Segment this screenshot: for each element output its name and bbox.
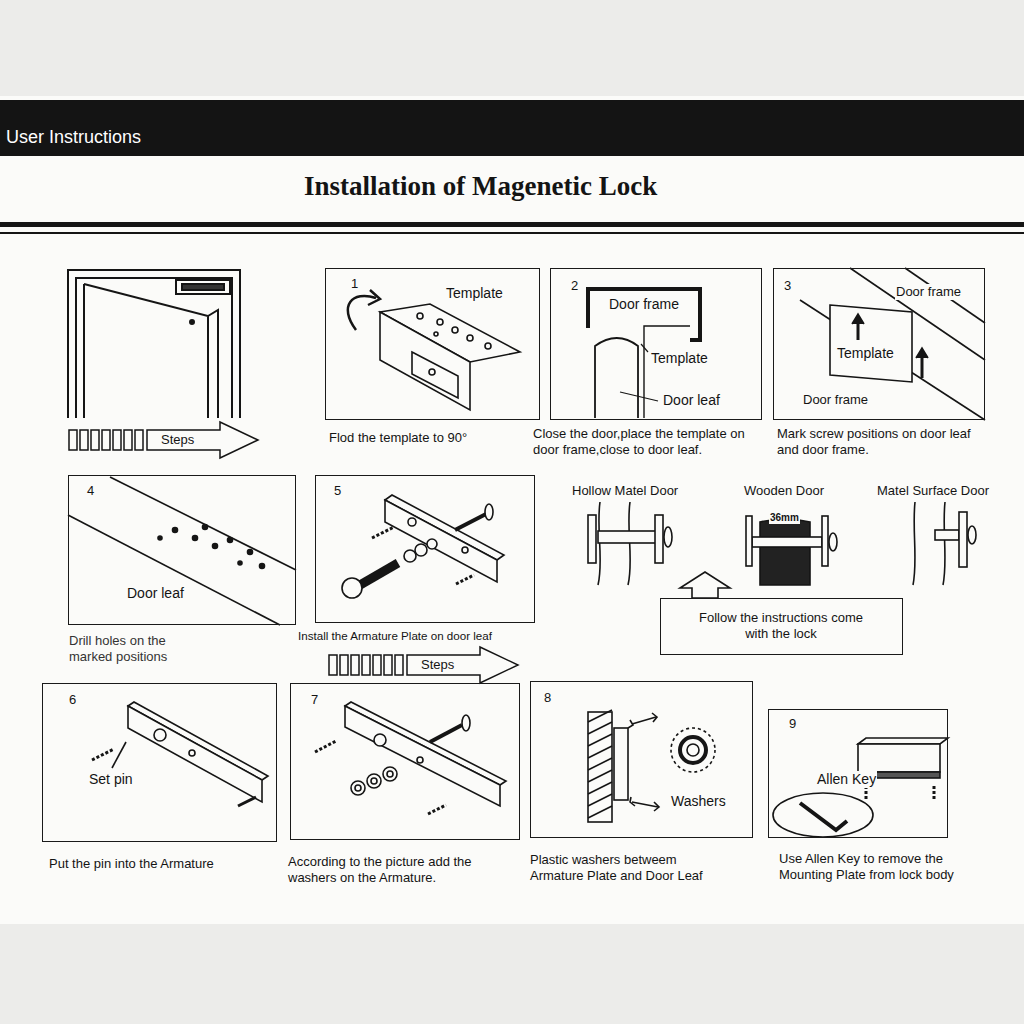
- arrow-label: Steps: [160, 432, 195, 448]
- part-label: Door leaf: [126, 585, 185, 602]
- panel-frame: [42, 683, 277, 842]
- step-panel: 5Install the Armature Plate on door leaf: [297, 475, 565, 645]
- allen-key-drawing: [773, 738, 948, 837]
- step-panel: 4Door leafDrill holes on the marked posi…: [68, 475, 296, 666]
- step-panel: 8WashersPlastic washers betweem Armature…: [528, 681, 756, 885]
- step-number: 9: [788, 716, 797, 732]
- part-label: Template: [836, 345, 895, 362]
- step-panel: 9Allen KeyUse Allen Key to remove the Mo…: [768, 709, 1000, 884]
- door-type-label: Matel Surface Door: [876, 483, 990, 499]
- part-label: Door leaf: [662, 392, 721, 409]
- step-number: 5: [333, 483, 342, 499]
- step-number: 8: [543, 690, 552, 706]
- note-text: Follow the instructions come with the lo…: [696, 610, 866, 641]
- panel-frame: [68, 475, 296, 625]
- step-number: 3: [783, 278, 792, 294]
- step-number: 2: [570, 278, 579, 294]
- step-panel: 7According to the picture add the washer…: [285, 683, 520, 887]
- step-panel: 2Door frameTemplateDoor leafClose the do…: [532, 268, 766, 459]
- pin-drawing: [92, 702, 268, 806]
- part-label: Door frame: [608, 296, 680, 313]
- panel-frame: [550, 268, 762, 420]
- step-panel: 6Set pinPut the pin into the Armature: [42, 683, 282, 874]
- part-label: Template: [650, 350, 709, 367]
- washer-armature-drawing: [315, 702, 506, 814]
- steps-arrow: Steps: [68, 421, 260, 459]
- step-caption: Install the Armature Plate on door leaf: [297, 629, 565, 643]
- step-caption: Mark screw positions on door leaf and do…: [776, 426, 981, 457]
- part-label: Allen Key: [816, 771, 877, 788]
- step-caption: According to the picture add the washers…: [287, 854, 477, 885]
- drill-drawing: [68, 477, 296, 625]
- part-label: Set pin: [88, 771, 134, 788]
- panel-frame: [290, 683, 520, 840]
- panel-frame: [315, 475, 535, 623]
- part-label: Door frame: [895, 284, 962, 300]
- door-type-drawings: [588, 502, 976, 598]
- step-number: 6: [68, 692, 77, 708]
- part-label: Door frame: [802, 392, 869, 408]
- step-number: 4: [86, 483, 95, 499]
- rule-thick: [0, 222, 1024, 227]
- page-title: Installation of Magenetic Lock: [303, 170, 658, 202]
- rule-thin: [0, 232, 1024, 234]
- panel-frame: [530, 681, 753, 838]
- step-panel: 3Door frameTemplateDoor frameMark screw …: [773, 268, 988, 459]
- step-number: 7: [310, 692, 319, 708]
- part-label: Washers: [670, 793, 727, 810]
- template-drawing: [348, 290, 520, 410]
- armature-drawing: [342, 495, 504, 598]
- step-number: 1: [350, 276, 359, 292]
- step-caption: Put the pin into the Armature: [48, 856, 278, 872]
- door-type-label: Wooden Door: [743, 483, 825, 499]
- step-caption: Use Allen Key to remove the Mounting Pla…: [778, 851, 996, 882]
- header-band: User Instructions: [0, 100, 1024, 156]
- mark-drawing: [800, 268, 985, 420]
- step-caption: Close the door,place the template on doo…: [532, 426, 752, 457]
- step-caption: Plastic washers betweem Armature Plate a…: [529, 852, 729, 883]
- header-text: User Instructions: [5, 127, 142, 149]
- steps-arrow: Steps: [328, 646, 520, 684]
- step-panel: 1TemplateFlod the template to 90°: [325, 268, 543, 448]
- door-type-label: Hollow Matel Door: [571, 483, 679, 499]
- door-drawing: [68, 270, 240, 418]
- arrow-label: Steps: [420, 657, 455, 673]
- part-label: Template: [445, 285, 504, 302]
- paper: [0, 96, 1024, 924]
- note-box: Follow the instructions come with the lo…: [660, 598, 903, 655]
- dimension-label: 36mm: [769, 512, 800, 524]
- step-caption: Drill holes on the marked positions: [68, 633, 208, 664]
- step-caption: Flod the template to 90°: [328, 430, 540, 446]
